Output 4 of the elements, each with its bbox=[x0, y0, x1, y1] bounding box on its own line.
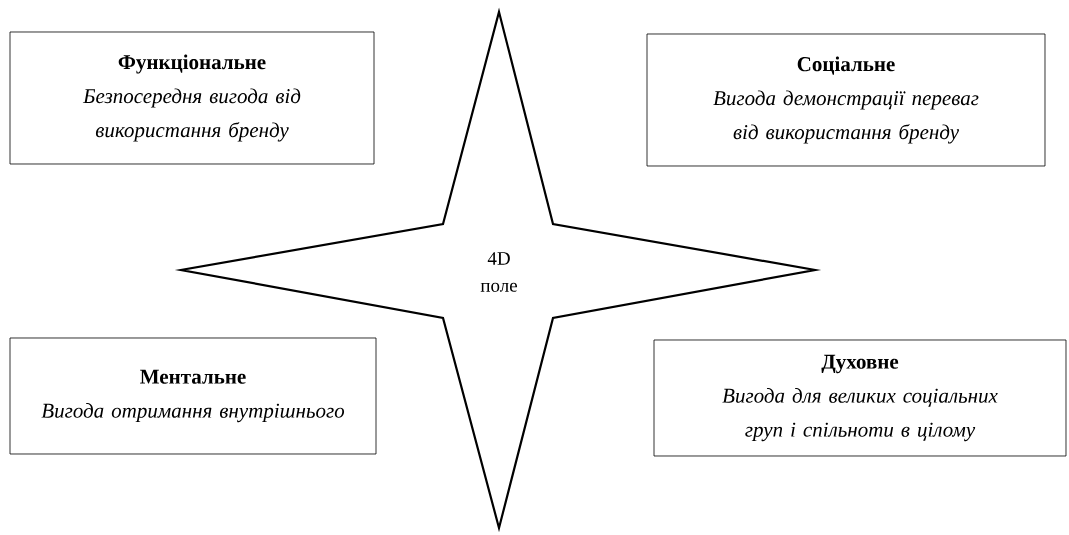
text-box: Функціональне Безпосередня вигода від використання бренду bbox=[9, 31, 375, 165]
text-box: Соціальне Вигода демонстрації переваг від використання бренду bbox=[646, 33, 1046, 167]
text-box: Ментальне Вигода отримання внутрішнього bbox=[9, 337, 377, 455]
text-box: Духовне Вигода для великих соціальних груп і спільноти в цілому bbox=[653, 339, 1067, 457]
